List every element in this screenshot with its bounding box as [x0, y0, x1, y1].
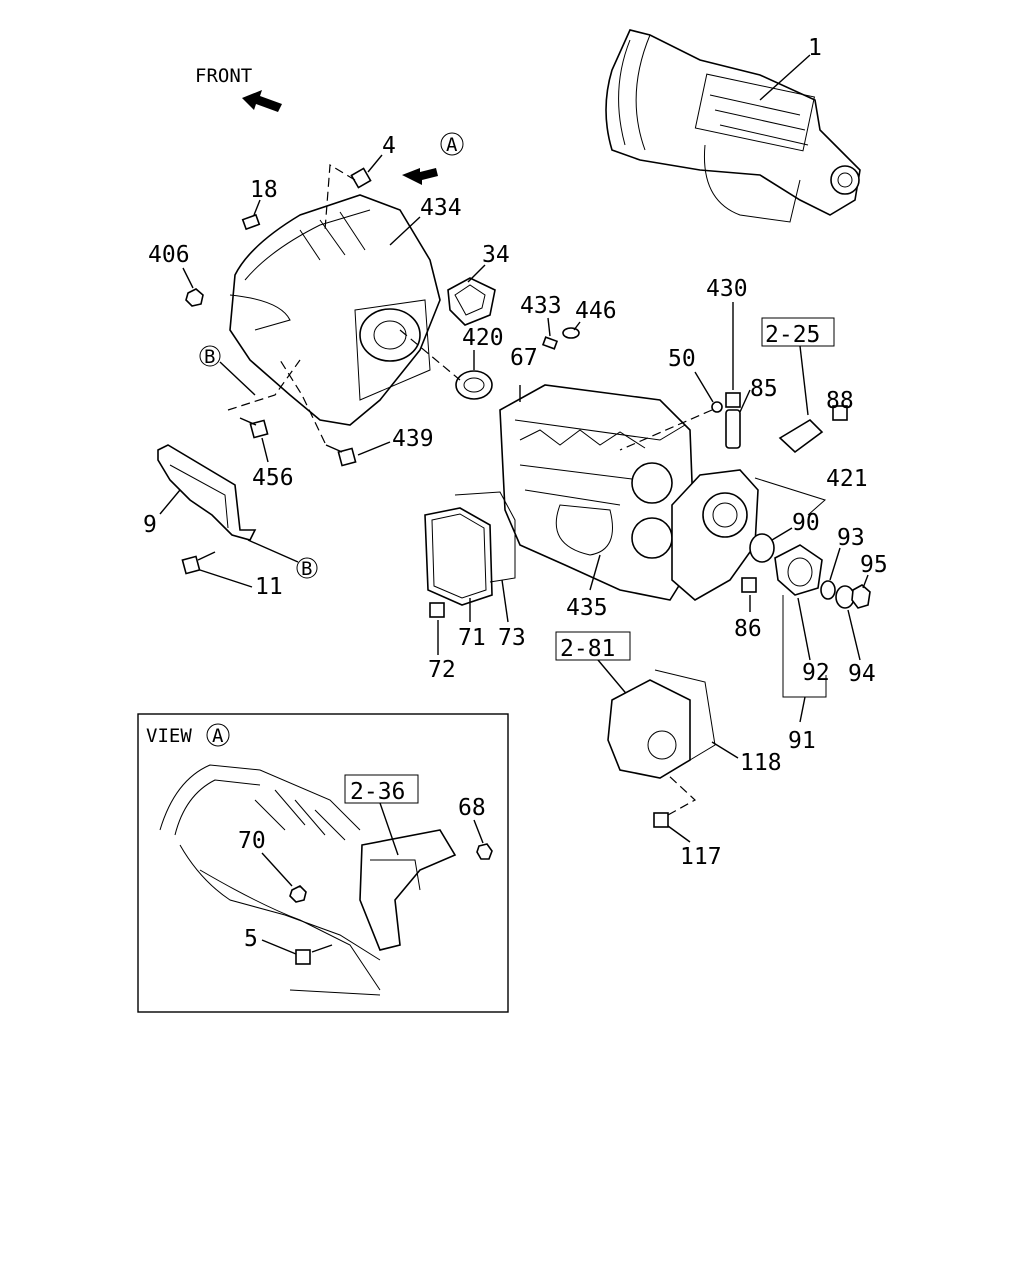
nut-68 [476, 843, 493, 860]
label-95: 95 [860, 552, 888, 578]
ref-2-36-box [344, 774, 419, 804]
nut-95 [851, 584, 871, 609]
bolt-11 [181, 555, 201, 575]
label-18: 18 [250, 177, 278, 203]
label-5: 5 [244, 926, 258, 952]
label-117: 117 [680, 844, 722, 870]
view-b-marker-icon [199, 345, 221, 367]
nut-406 [185, 288, 204, 307]
key-433 [541, 336, 559, 350]
nut-70 [289, 885, 307, 903]
bracket-9 [157, 444, 257, 541]
label-68: 68 [458, 795, 486, 821]
washer-50 [711, 401, 723, 413]
label-73: 73 [498, 625, 526, 651]
label-420: 420 [462, 325, 504, 351]
clutch-housing [229, 194, 441, 426]
front-arrow-icon [242, 90, 282, 112]
bolt-88 [832, 405, 848, 421]
view-a-title: VIEW [146, 725, 192, 747]
oil-seal-420 [455, 370, 493, 400]
label-435: 435 [566, 595, 608, 621]
label-67: 67 [510, 345, 538, 371]
view-b-marker-letter: B [204, 346, 215, 368]
label-71: 71 [458, 625, 486, 651]
plug-430 [725, 392, 741, 408]
label-439: 439 [392, 426, 434, 452]
label-11: 11 [255, 574, 283, 600]
seal-90 [749, 533, 775, 563]
transmission-case [499, 384, 696, 601]
view-a-detail [159, 764, 457, 996]
flange-92 [774, 544, 823, 596]
label-72: 72 [428, 657, 456, 683]
view-a-title-letter: A [212, 725, 224, 747]
view-a-marker-letter: A [446, 134, 458, 156]
label-430: 430 [706, 276, 748, 302]
label-118: 118 [740, 750, 782, 776]
cover-71 [424, 507, 493, 606]
ref-2-25: 2-25 [765, 322, 820, 348]
washer-446 [562, 327, 580, 339]
bolt-86 [741, 577, 757, 593]
speed-sensor [778, 418, 824, 454]
label-50: 50 [668, 346, 696, 372]
label-421: 421 [826, 466, 868, 492]
label-88: 88 [826, 388, 854, 414]
label-1: 1 [808, 35, 822, 61]
view-b-marker-2-icon [296, 557, 318, 579]
ref-2-36: 2-36 [350, 779, 405, 805]
label-93: 93 [837, 525, 865, 551]
seal-34 [447, 277, 496, 326]
bolt-117 [653, 812, 669, 828]
label-446: 446 [575, 298, 617, 324]
bolt-18 [241, 213, 261, 231]
label-91: 91 [788, 728, 816, 754]
label-406: 406 [148, 242, 190, 268]
washer-94 [835, 585, 855, 609]
label-34: 34 [482, 242, 510, 268]
label-92: 92 [802, 660, 830, 686]
label-94: 94 [848, 661, 876, 687]
gasket-73 [454, 491, 516, 583]
ref-2-81-box [555, 631, 631, 661]
label-90: 90 [792, 510, 820, 536]
ref-2-81: 2-81 [560, 636, 615, 662]
label-433: 433 [520, 293, 562, 319]
bolt-5 [295, 949, 311, 965]
view-a-box [137, 713, 509, 1013]
bolt-72 [429, 602, 445, 618]
transmission-assembly [605, 29, 861, 223]
bolt-439 [337, 447, 357, 467]
switch-85 [725, 409, 741, 449]
pto-unit [607, 669, 716, 779]
front-label: FRONT [195, 65, 252, 87]
label-9: 9 [143, 512, 157, 538]
o-ring-93 [820, 580, 836, 600]
view-a-title-marker-icon [206, 723, 230, 747]
view-b-marker-2-letter: B [301, 558, 312, 580]
view-a-marker-icon [440, 132, 464, 156]
label-85: 85 [750, 376, 778, 402]
label-434: 434 [420, 195, 462, 221]
bolt-4 [350, 167, 372, 189]
label-456: 456 [252, 465, 294, 491]
ref-2-25-box [761, 317, 835, 347]
label-70: 70 [238, 828, 266, 854]
view-a-arrow-icon [402, 168, 438, 185]
label-86: 86 [734, 616, 762, 642]
label-4: 4 [382, 133, 396, 159]
